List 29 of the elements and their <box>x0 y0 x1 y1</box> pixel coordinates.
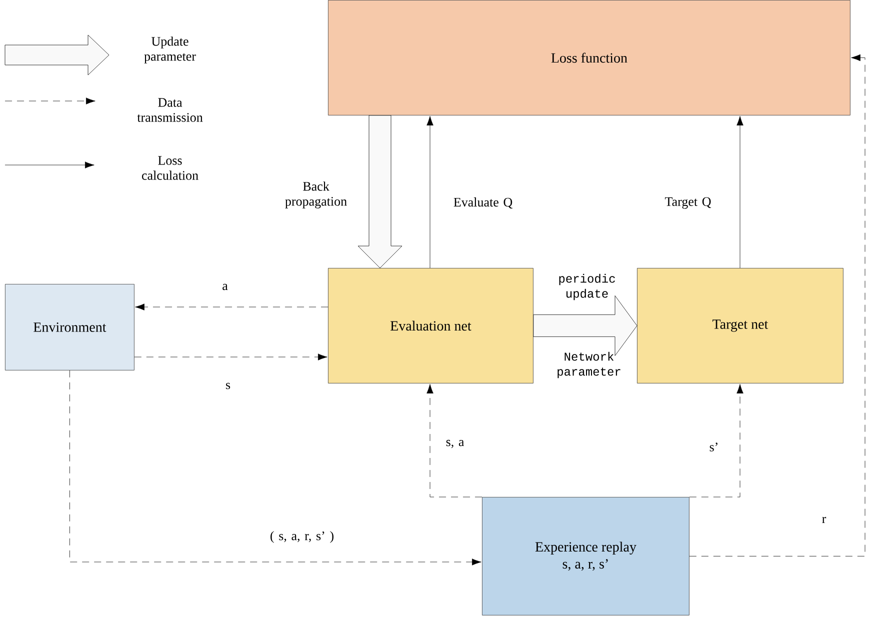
dashed-arrow <box>135 304 328 310</box>
dashed-arrow <box>134 354 328 360</box>
edge-label: Target Q <box>665 197 712 209</box>
edge-label: a <box>222 284 228 290</box>
dashed-arrow <box>426 384 482 498</box>
edge-label: r <box>822 516 826 524</box>
block-arrow <box>358 115 402 268</box>
edge-label: s <box>226 382 230 390</box>
process-box: Evaluation net <box>328 268 534 384</box>
edge-label: s’ <box>710 442 718 452</box>
block-arrow <box>533 296 638 356</box>
edge-label: s, a <box>446 440 464 448</box>
edge-label: periodic update <box>559 274 615 300</box>
dashed-arrow <box>70 370 482 566</box>
edge-label: Back propagation <box>285 182 347 208</box>
arrow-note: Network parameter <box>558 352 620 378</box>
dashed-arrow <box>689 54 866 556</box>
legend-label: Data transmission <box>137 98 203 122</box>
process-box: Loss function <box>328 0 850 116</box>
edge-label: ( s, a, r, s’ ) <box>270 531 334 543</box>
arrow <box>426 116 434 268</box>
process-box: Experience replay s, a, r, s’ <box>482 497 690 616</box>
process-box: Target net <box>637 268 844 384</box>
legend-label: Update parameter <box>144 36 196 64</box>
process-box: Environment <box>5 284 134 370</box>
dashed-arrow <box>689 384 744 498</box>
legend-label: Loss calculation <box>142 156 198 180</box>
edge-label: Evaluate Q <box>454 197 512 209</box>
arrow <box>736 116 744 268</box>
